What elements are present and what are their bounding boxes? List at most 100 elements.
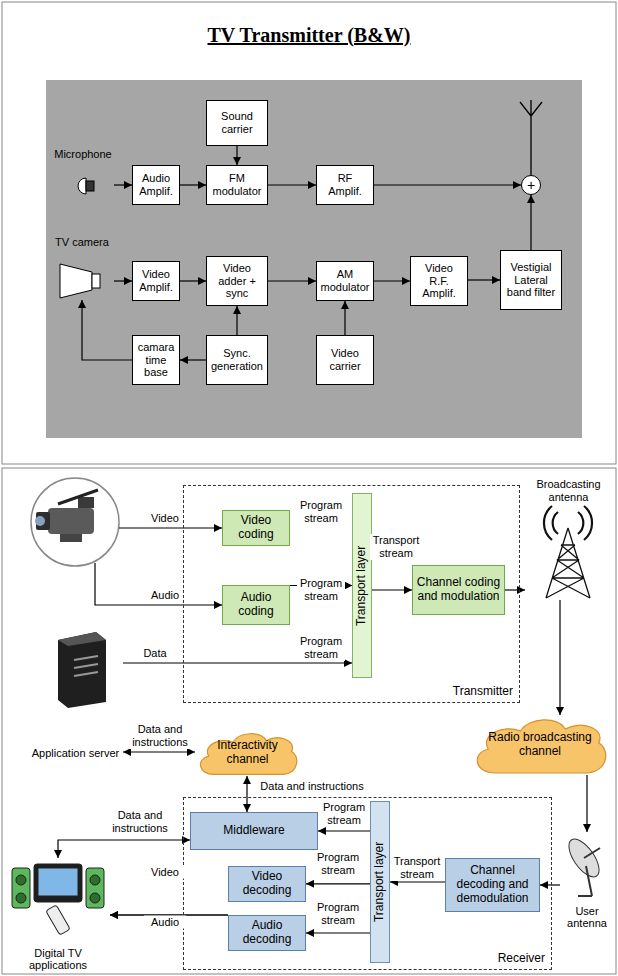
dish-illustration [563, 834, 605, 896]
panel-top [2, 2, 616, 464]
node-text: FM modulator [210, 172, 264, 197]
process-box: Video R.F. Amplif. [410, 256, 468, 306]
camera-icon-top [60, 264, 100, 298]
tv-illustration [12, 864, 104, 935]
node-text: Interactivity channel [211, 739, 284, 767]
channel-cloud: Radio broadcasting channel [470, 715, 610, 775]
signal-arrow [114, 184, 132, 185]
edge-label: Program stream [314, 901, 362, 927]
tv-illustration [16, 875, 26, 885]
signal-arrow [468, 279, 500, 280]
edge-label: Data and instructions [251, 780, 373, 793]
signal-arrow [180, 359, 206, 360]
node-text: Channel decoding and demodulation [449, 864, 536, 905]
signal-arrow [344, 301, 345, 335]
process-box: Sync. generation [206, 335, 268, 385]
signal-arrow [372, 589, 412, 590]
microphone-icon [78, 178, 86, 194]
tower-illustration [544, 506, 592, 540]
process-box: Middleware [190, 812, 318, 850]
signal-arrow [123, 662, 352, 663]
signal-arrow [58, 840, 190, 858]
process-box: Video adder + sync [206, 256, 268, 306]
signal-arrow [374, 184, 521, 185]
panel-bottom [2, 468, 616, 974]
node-text: Video adder + sync [210, 262, 264, 300]
signal-arrow [236, 146, 237, 165]
signal-arrow [236, 306, 237, 335]
camcorder-illustration [36, 512, 50, 530]
process-box: FM modulator [206, 165, 268, 205]
labelled-icon: Broadcasting antenna [525, 478, 612, 600]
edge-label: Video [144, 866, 186, 879]
tv-illustration [34, 864, 82, 902]
edge-label: Data and instructions [107, 809, 173, 835]
signal-arrow [246, 776, 247, 812]
signal-arrow [114, 280, 132, 281]
camcorder-illustration [31, 478, 119, 566]
process-box: RF Amplif. [316, 165, 374, 205]
signal-name: Video [150, 512, 180, 525]
process-box: Audio coding [222, 585, 290, 625]
node-text: Channel coding and modulation [416, 576, 501, 604]
antenna-symbol [520, 100, 542, 175]
tower-illustration [546, 528, 590, 598]
tv-illustration [16, 893, 26, 903]
signal-arrow [180, 280, 206, 281]
node-text: Audio decoding [232, 919, 302, 947]
labelled-icon: TV camera [50, 236, 114, 300]
edge-label: Program stream [297, 577, 345, 603]
signal-arrow [586, 775, 587, 832]
labelled-icon: Microphone [52, 148, 114, 205]
process-box: Audio decoding [228, 915, 306, 951]
signal-line [95, 563, 222, 605]
node-text: TV camera [55, 236, 109, 249]
process-box: Video carrier [316, 335, 374, 385]
process-box: Vestigial Lateral band filter [500, 250, 562, 310]
signal-arrow [505, 589, 525, 590]
node-text: Video decoding [232, 870, 302, 898]
labelled-icon: Digital TV applications [6, 858, 110, 972]
signal-arrow [82, 300, 132, 360]
signal-line [95, 528, 222, 605]
panel-bottom [2, 468, 616, 974]
signal-arrow [268, 280, 316, 281]
edge-label: Data and instructions [127, 723, 193, 749]
node-text: camara time base [136, 341, 176, 379]
diagram-title: TV Transmitter (B&W) [0, 24, 618, 47]
node-text: Radio broadcasting channel [486, 731, 594, 759]
labelled-icon: User antenna [560, 832, 614, 930]
node-text: Vestigial Lateral band filter [504, 261, 558, 299]
signal-name: Audio [150, 589, 180, 602]
tv-illustration [90, 893, 100, 903]
signal-arrow [374, 280, 410, 281]
camcorder-illustration [48, 508, 94, 534]
signal-arrow [530, 195, 531, 250]
server-illustration [74, 664, 98, 668]
signal-arrow [180, 184, 206, 185]
node-text: Sound carrier [210, 110, 264, 135]
node-text: Microphone [54, 148, 111, 161]
cloud-outline [477, 720, 605, 773]
signal-arrow [306, 883, 370, 884]
server-illustration [74, 672, 98, 676]
tower-illustration [544, 506, 592, 598]
server-illustration [74, 656, 98, 660]
edge-label: Program stream [297, 635, 345, 661]
edge-label: Transport stream [391, 855, 443, 881]
camcorder-illustration [60, 534, 82, 542]
node-text: AM modulator [320, 268, 370, 293]
signal-name: Data [142, 647, 167, 660]
tv-illustration [46, 905, 70, 935]
node-text: Application server [32, 747, 119, 760]
node-text: Transmitter [453, 685, 513, 699]
tv-illustration [12, 868, 30, 908]
node-text: Transport layer [373, 842, 387, 922]
node-text: Middleware [223, 824, 284, 838]
process-box: Video decoding [228, 866, 306, 902]
cloud-outline [200, 734, 296, 775]
edge-label: Program stream [314, 851, 362, 877]
process-box: AM modulator [316, 261, 374, 301]
node-text: Video R.F. Amplif. [414, 262, 464, 300]
